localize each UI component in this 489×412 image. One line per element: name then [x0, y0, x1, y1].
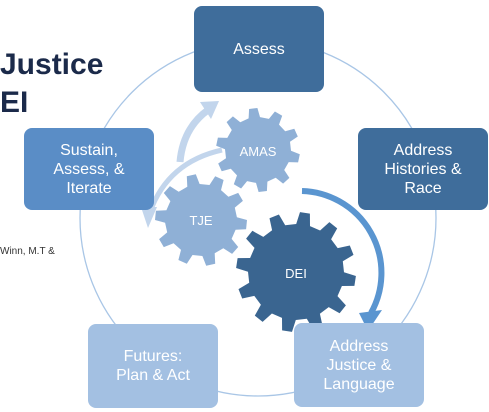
arrow-amas-to-tje [147, 147, 223, 213]
title-line-1: Justice [0, 48, 104, 81]
node-assess: Assess [194, 6, 324, 92]
cycle-arrows [141, 101, 385, 331]
gear-dei-label: DEI [285, 266, 307, 281]
gear-tje-label: TJE [189, 213, 212, 228]
gear-amas-label: AMAS [240, 144, 277, 159]
credit-text: Winn, M.T & [0, 246, 55, 257]
arrow-dei-cycle-head [359, 310, 382, 331]
arrow-tje-to-amas [176, 107, 211, 163]
node-address-histories: Address Histories & Race [358, 128, 488, 210]
arrow-dei-cycle [301, 188, 385, 315]
gear-tje: TJE [155, 174, 247, 266]
node-futures: Futures: Plan & Act [88, 324, 218, 408]
arrow-amas-to-tje-head [141, 207, 157, 228]
node-sustain: Sustain, Assess, & Iterate [24, 128, 154, 210]
title-line-2: EI [0, 86, 29, 119]
gear-amas: AMAS [216, 108, 300, 192]
arrow-tje-to-amas-head [200, 101, 219, 119]
gear-dei: DEI [236, 212, 356, 332]
node-address-justice: Address Justice & Language [294, 323, 424, 407]
